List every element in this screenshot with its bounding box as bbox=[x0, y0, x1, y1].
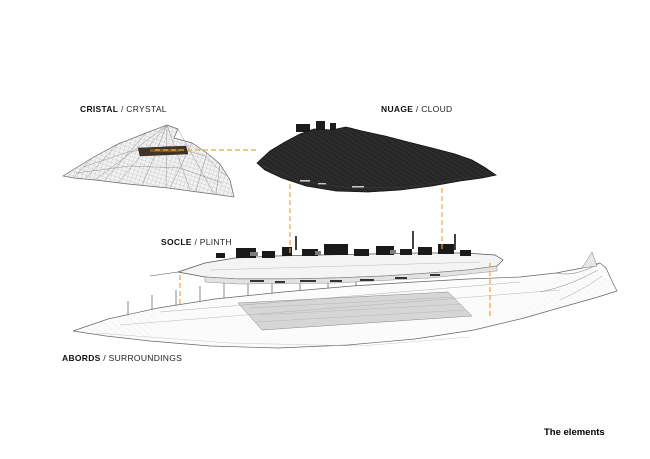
label-cristal-name: CRISTAL bbox=[80, 104, 119, 114]
rooftop-minor bbox=[250, 250, 396, 256]
label-abords-translation: / SURROUNDINGS bbox=[100, 353, 183, 363]
label-socle-name: SOCLE bbox=[161, 237, 192, 247]
cristal-drawing bbox=[62, 124, 235, 198]
cloud-top-blocks bbox=[296, 121, 336, 132]
abords-drawing bbox=[72, 251, 618, 349]
cloud-slits bbox=[300, 180, 364, 188]
nuage-drawing bbox=[256, 121, 498, 193]
label-abords: ABORDS / SURROUNDINGS bbox=[62, 353, 182, 363]
connector-lines bbox=[155, 149, 491, 318]
rooftop-volumes bbox=[216, 244, 471, 258]
label-cristal: CRISTAL / CRYSTAL bbox=[80, 104, 167, 114]
label-socle-translation: / PLINTH bbox=[191, 237, 232, 247]
facade-windows bbox=[250, 274, 440, 283]
label-abords-name: ABORDS bbox=[62, 353, 101, 363]
label-nuage-translation: / CLOUD bbox=[413, 104, 453, 114]
socle-drawing bbox=[149, 231, 504, 285]
label-cristal-translation: / CRYSTAL bbox=[118, 104, 167, 114]
chimneys bbox=[295, 231, 456, 250]
label-nuage-name: NUAGE bbox=[381, 104, 414, 114]
label-socle: SOCLE / PLINTH bbox=[161, 237, 232, 247]
label-nuage: NUAGE / CLOUD bbox=[381, 104, 452, 114]
diagram-caption: The elements bbox=[544, 427, 605, 438]
